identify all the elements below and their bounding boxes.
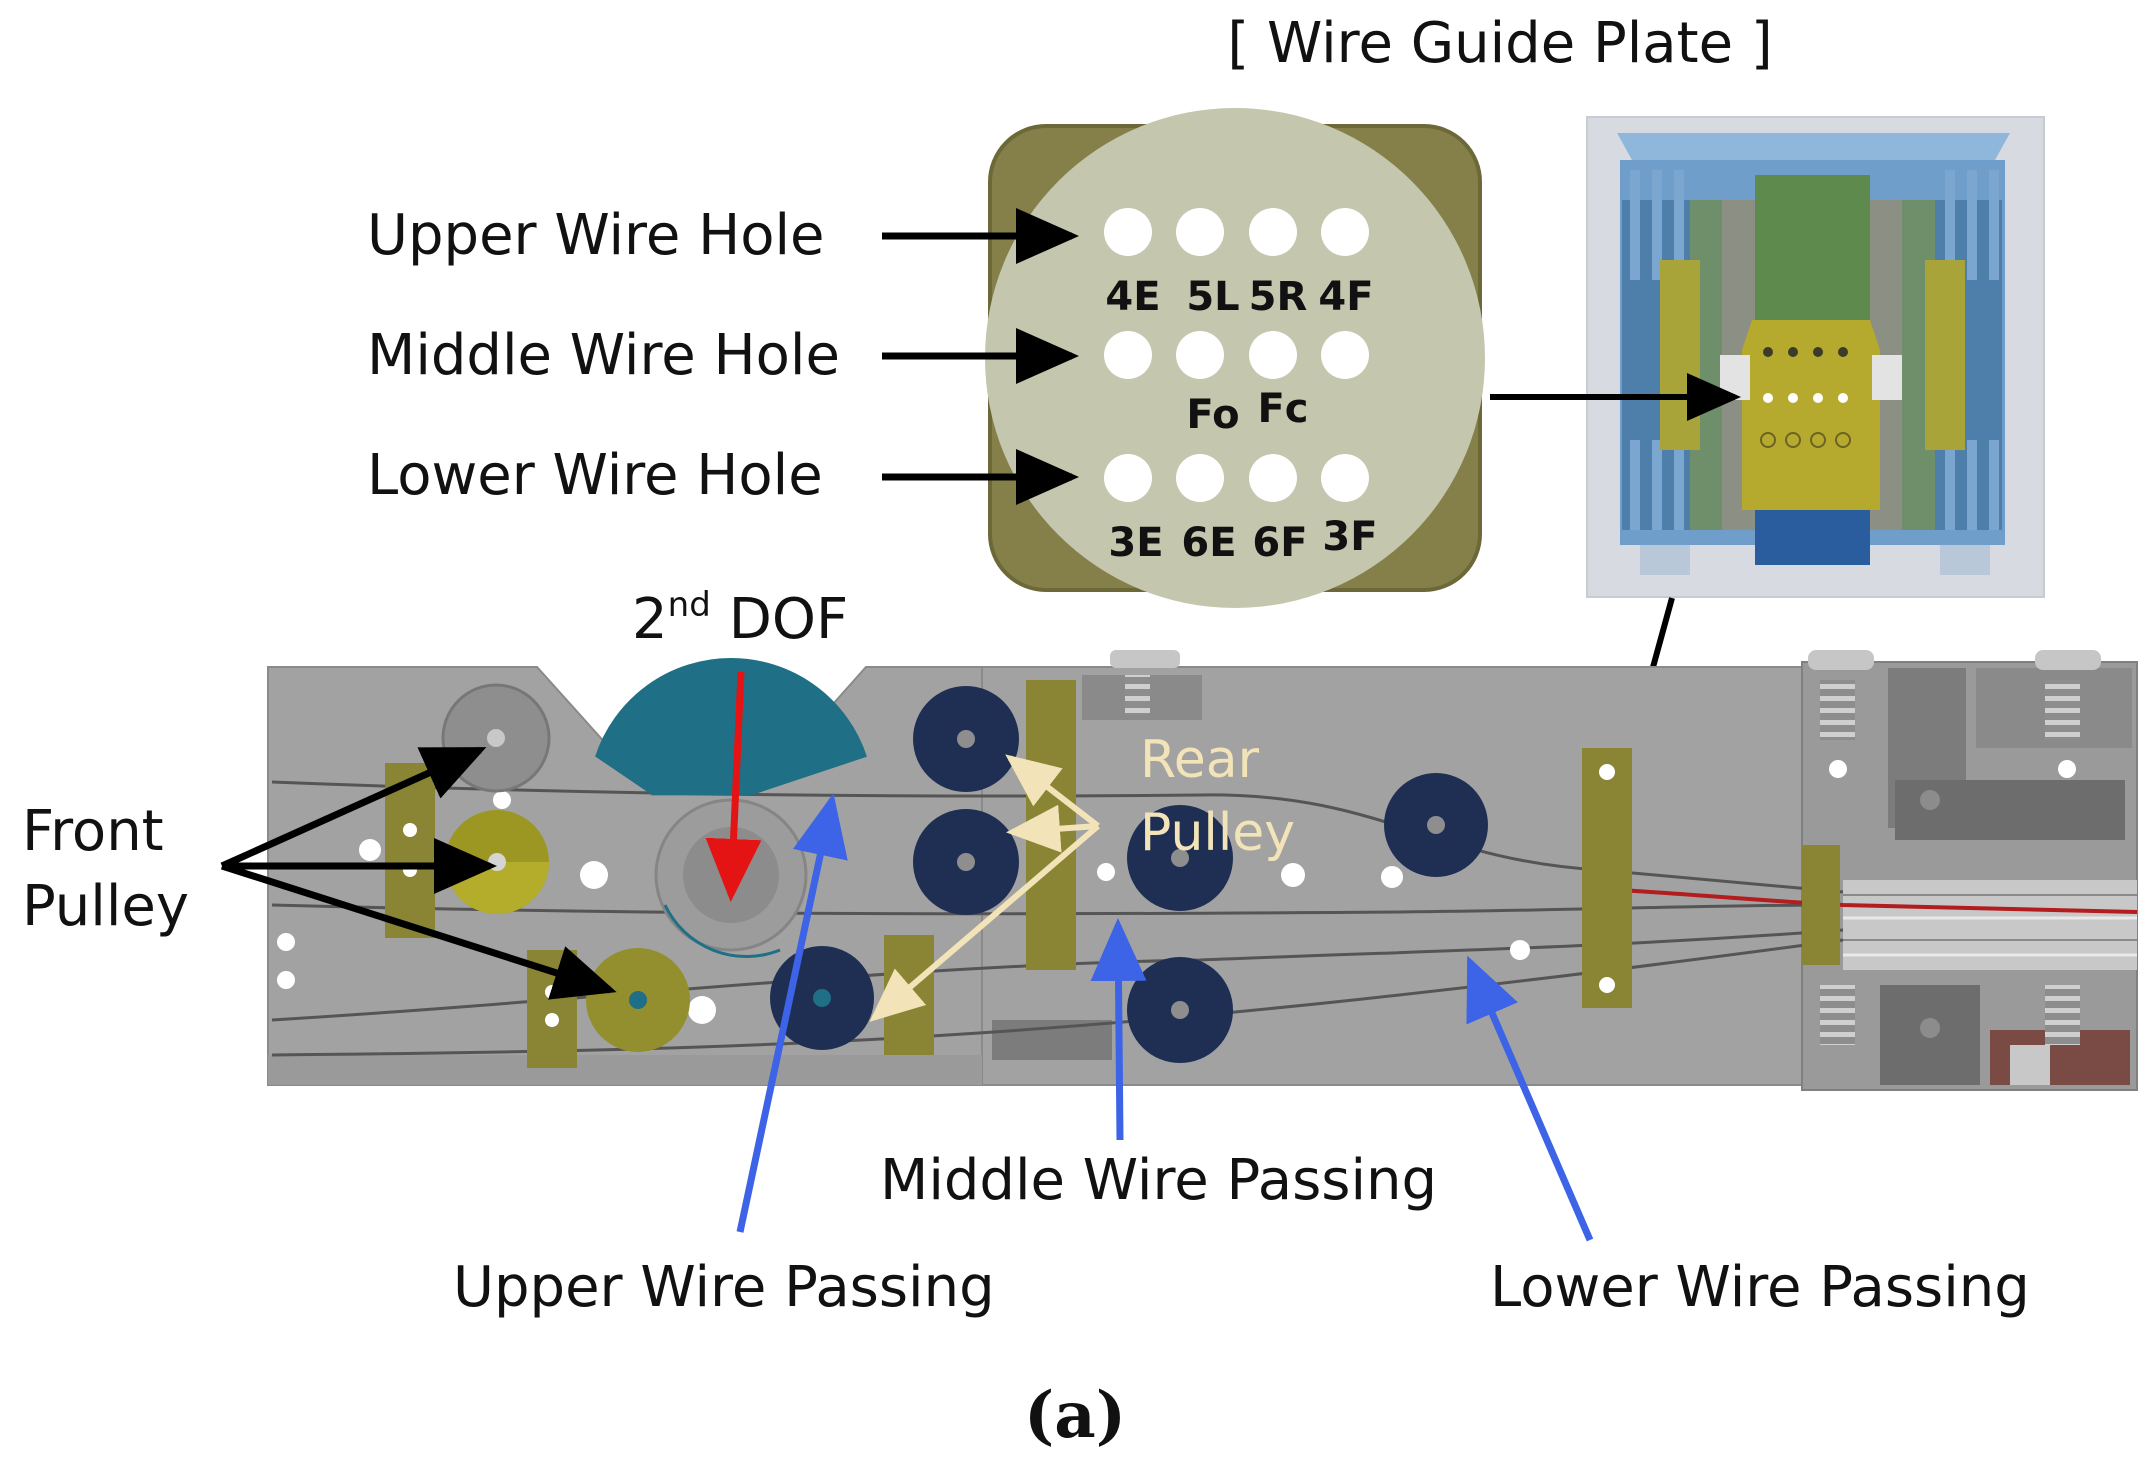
upper-wire-hole (1176, 208, 1224, 256)
hole-code: 5L (1186, 274, 1239, 320)
middle-wire-passing-arrow (1090, 918, 1147, 1141)
dof-disc (596, 659, 866, 795)
plate-3d-render (1586, 116, 2045, 598)
hole-code: 6E (1181, 520, 1236, 566)
plate-title: [ Wire Guide Plate ] (1227, 11, 1772, 76)
upper-wire-hole (1321, 208, 1369, 256)
lower-wire-hole (1249, 454, 1297, 502)
upper-wire-hole (1104, 208, 1152, 256)
rear-pulleys (770, 686, 1488, 1063)
middle-wire-passing-label: Middle Wire Passing (880, 1148, 1437, 1213)
hole-code: 4F (1318, 274, 1373, 320)
hole-code: 3F (1322, 514, 1377, 560)
rear-pulley-arrow-top (1005, 754, 1100, 829)
middle-wire-hole (1176, 331, 1224, 379)
dof-arrow (705, 671, 762, 902)
rear-pulley-label-line1: Rear (1140, 730, 1260, 790)
front-pulley-arrow-bottom (220, 862, 617, 1000)
lower-wire-hole-label: Lower Wire Hole (367, 443, 823, 508)
front-pulley-middle (445, 810, 549, 914)
upper-wire-passing-arrow (736, 793, 848, 1233)
lower-wire-hole (1104, 454, 1152, 502)
middle-wire-hole (1249, 331, 1297, 379)
front-pulley-label-line2: Pulley (22, 874, 189, 939)
front-pulley-bottom (586, 948, 690, 1052)
lower-wire-hole (1176, 454, 1224, 502)
front-pulley-arrow-top (220, 746, 487, 870)
rear-pulley-label-line2: Pulley (1140, 803, 1295, 863)
rear-pulley-arrow-bottom (869, 823, 1100, 1022)
hole-code: 4E (1105, 274, 1160, 320)
lower-wire-hole (1321, 454, 1369, 502)
hole-code: Fc (1257, 386, 1308, 432)
middle-wire-hole (1104, 331, 1152, 379)
wire-guide-plate: 4E 5L 5R 4F Fo Fc 3E 6E 6F 3F (985, 108, 1485, 608)
front-pulley-label-line1: Front (22, 799, 164, 864)
upper-wire-hole-label: Upper Wire Hole (367, 203, 825, 268)
front-pulley-top (441, 683, 551, 793)
hole-code: Fo (1186, 392, 1239, 438)
body-holes (277, 791, 1530, 1024)
lower-wire-passing-arrow (1466, 955, 1594, 1242)
upper-wire-passing-label: Upper Wire Passing (453, 1255, 995, 1320)
subfigure-label: (a) (1024, 1378, 1126, 1453)
hole-code: 5R (1249, 274, 1308, 320)
middle-wire-hole-label: Middle Wire Hole (367, 323, 840, 388)
upper-wire-hole (1249, 208, 1297, 256)
hole-code: 6F (1252, 520, 1307, 566)
middle-wire-hole (1321, 331, 1369, 379)
lower-wire-passing-label: Lower Wire Passing (1490, 1255, 2030, 1320)
hole-code: 3E (1108, 520, 1163, 566)
rear-pulley-arrow-middle (1006, 804, 1099, 853)
